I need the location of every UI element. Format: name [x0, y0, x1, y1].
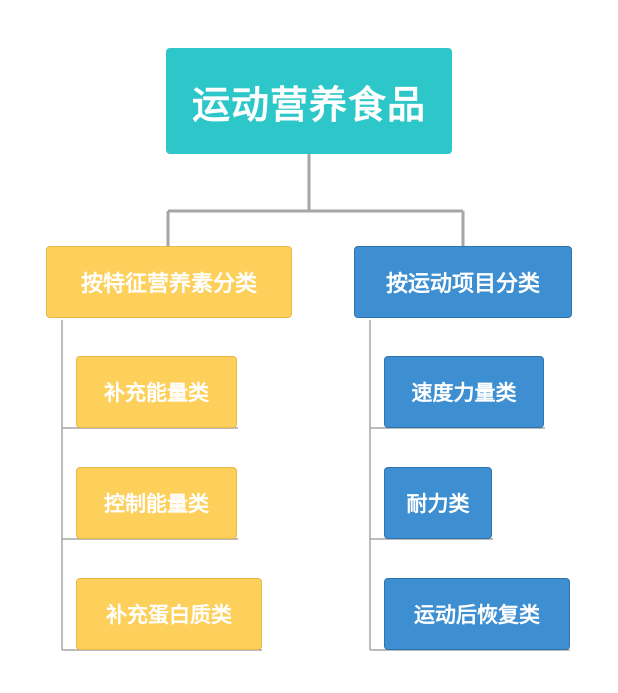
leaf-protein-supply: 补充蛋白质类: [76, 578, 262, 650]
root-node: 运动营养食品: [166, 48, 452, 154]
leaf-label: 补充蛋白质类: [106, 603, 232, 627]
leaf-label: 速度力量类: [411, 381, 517, 405]
leaf-energy-supply: 补充能量类: [76, 356, 237, 428]
category-sport: 按运动项目分类: [354, 246, 572, 318]
leaf-label: 耐力类: [406, 492, 470, 516]
category-nutrient-label: 按特征营养素分类: [80, 272, 257, 297]
leaf-label: 补充能量类: [104, 381, 209, 405]
category-nutrient: 按特征营养素分类: [46, 246, 292, 318]
category-sport-label: 按运动项目分类: [385, 272, 540, 297]
leaf-recovery: 运动后恢复类: [384, 578, 570, 650]
root-label: 运动营养食品: [191, 82, 426, 127]
leaf-endurance: 耐力类: [384, 467, 492, 539]
leaf-speed-strength: 速度力量类: [384, 356, 544, 428]
leaf-label: 控制能量类: [104, 492, 209, 516]
leaf-energy-control: 控制能量类: [76, 467, 237, 539]
leaf-label: 运动后恢复类: [414, 603, 540, 627]
